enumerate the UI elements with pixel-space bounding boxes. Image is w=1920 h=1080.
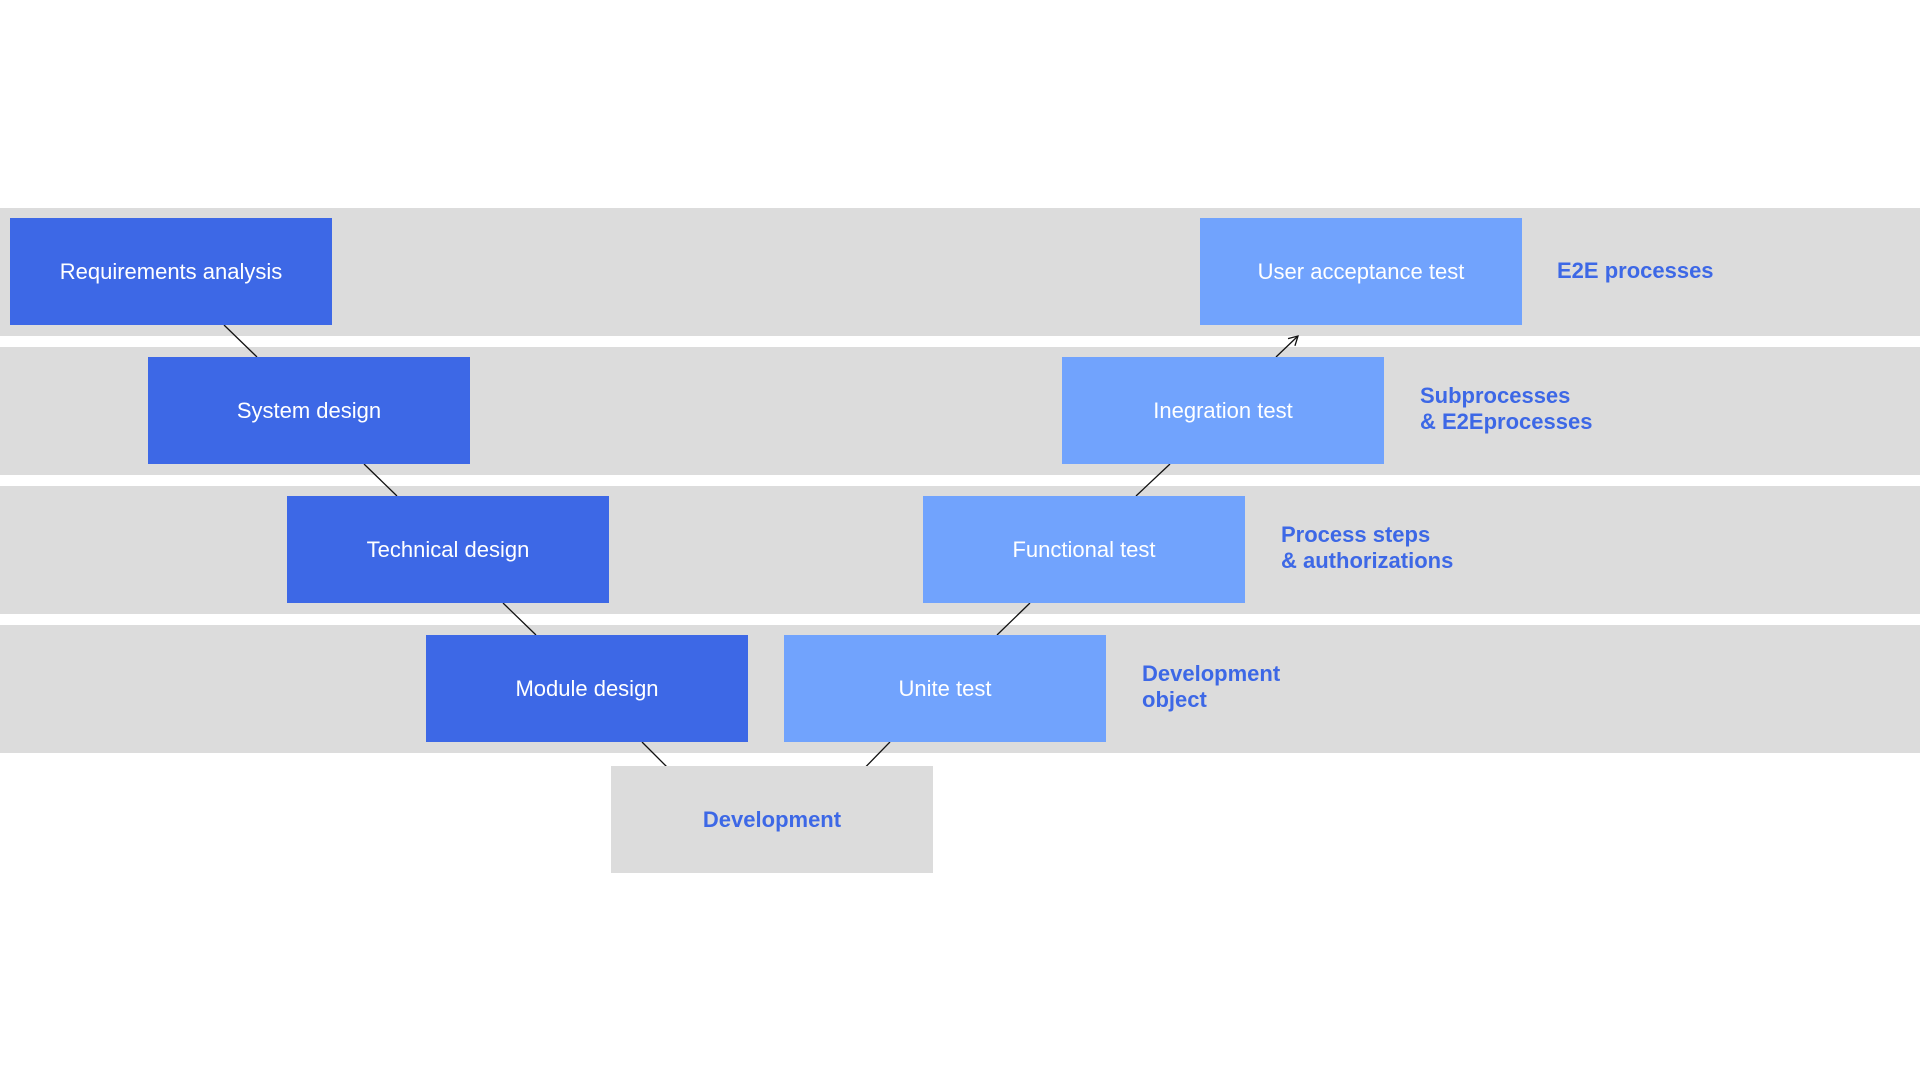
technical-design-box: Technical design <box>287 496 609 603</box>
requirements-analysis-box: Requirements analysis <box>10 218 332 325</box>
user-acceptance-test-box: User acceptance test <box>1200 218 1522 325</box>
level-label-line: object <box>1142 687 1207 712</box>
level-label-subprocesses: Subprocesses & E2Eprocesses <box>1420 383 1592 435</box>
level-label-line: Development <box>1142 661 1281 686</box>
level-label-line: Subprocesses <box>1420 383 1571 408</box>
level-label-process-steps: Process steps & authorizations <box>1281 522 1453 574</box>
level-label-e2e: E2E processes <box>1557 258 1714 284</box>
level-label-line: & E2Eprocesses <box>1420 409 1593 434</box>
functional-test-box: Functional test <box>923 496 1245 603</box>
level-label-line: E2E processes <box>1557 258 1714 283</box>
level-label-line: Process steps <box>1281 522 1431 547</box>
integration-test-box: Inegration test <box>1062 357 1384 464</box>
module-design-box: Module design <box>426 635 748 742</box>
development-box: Development <box>611 766 933 873</box>
system-design-box: System design <box>148 357 470 464</box>
unit-test-box: Unite test <box>784 635 1106 742</box>
level-label-development-object: Development object <box>1142 661 1280 713</box>
level-label-line: & authorizations <box>1281 548 1454 573</box>
